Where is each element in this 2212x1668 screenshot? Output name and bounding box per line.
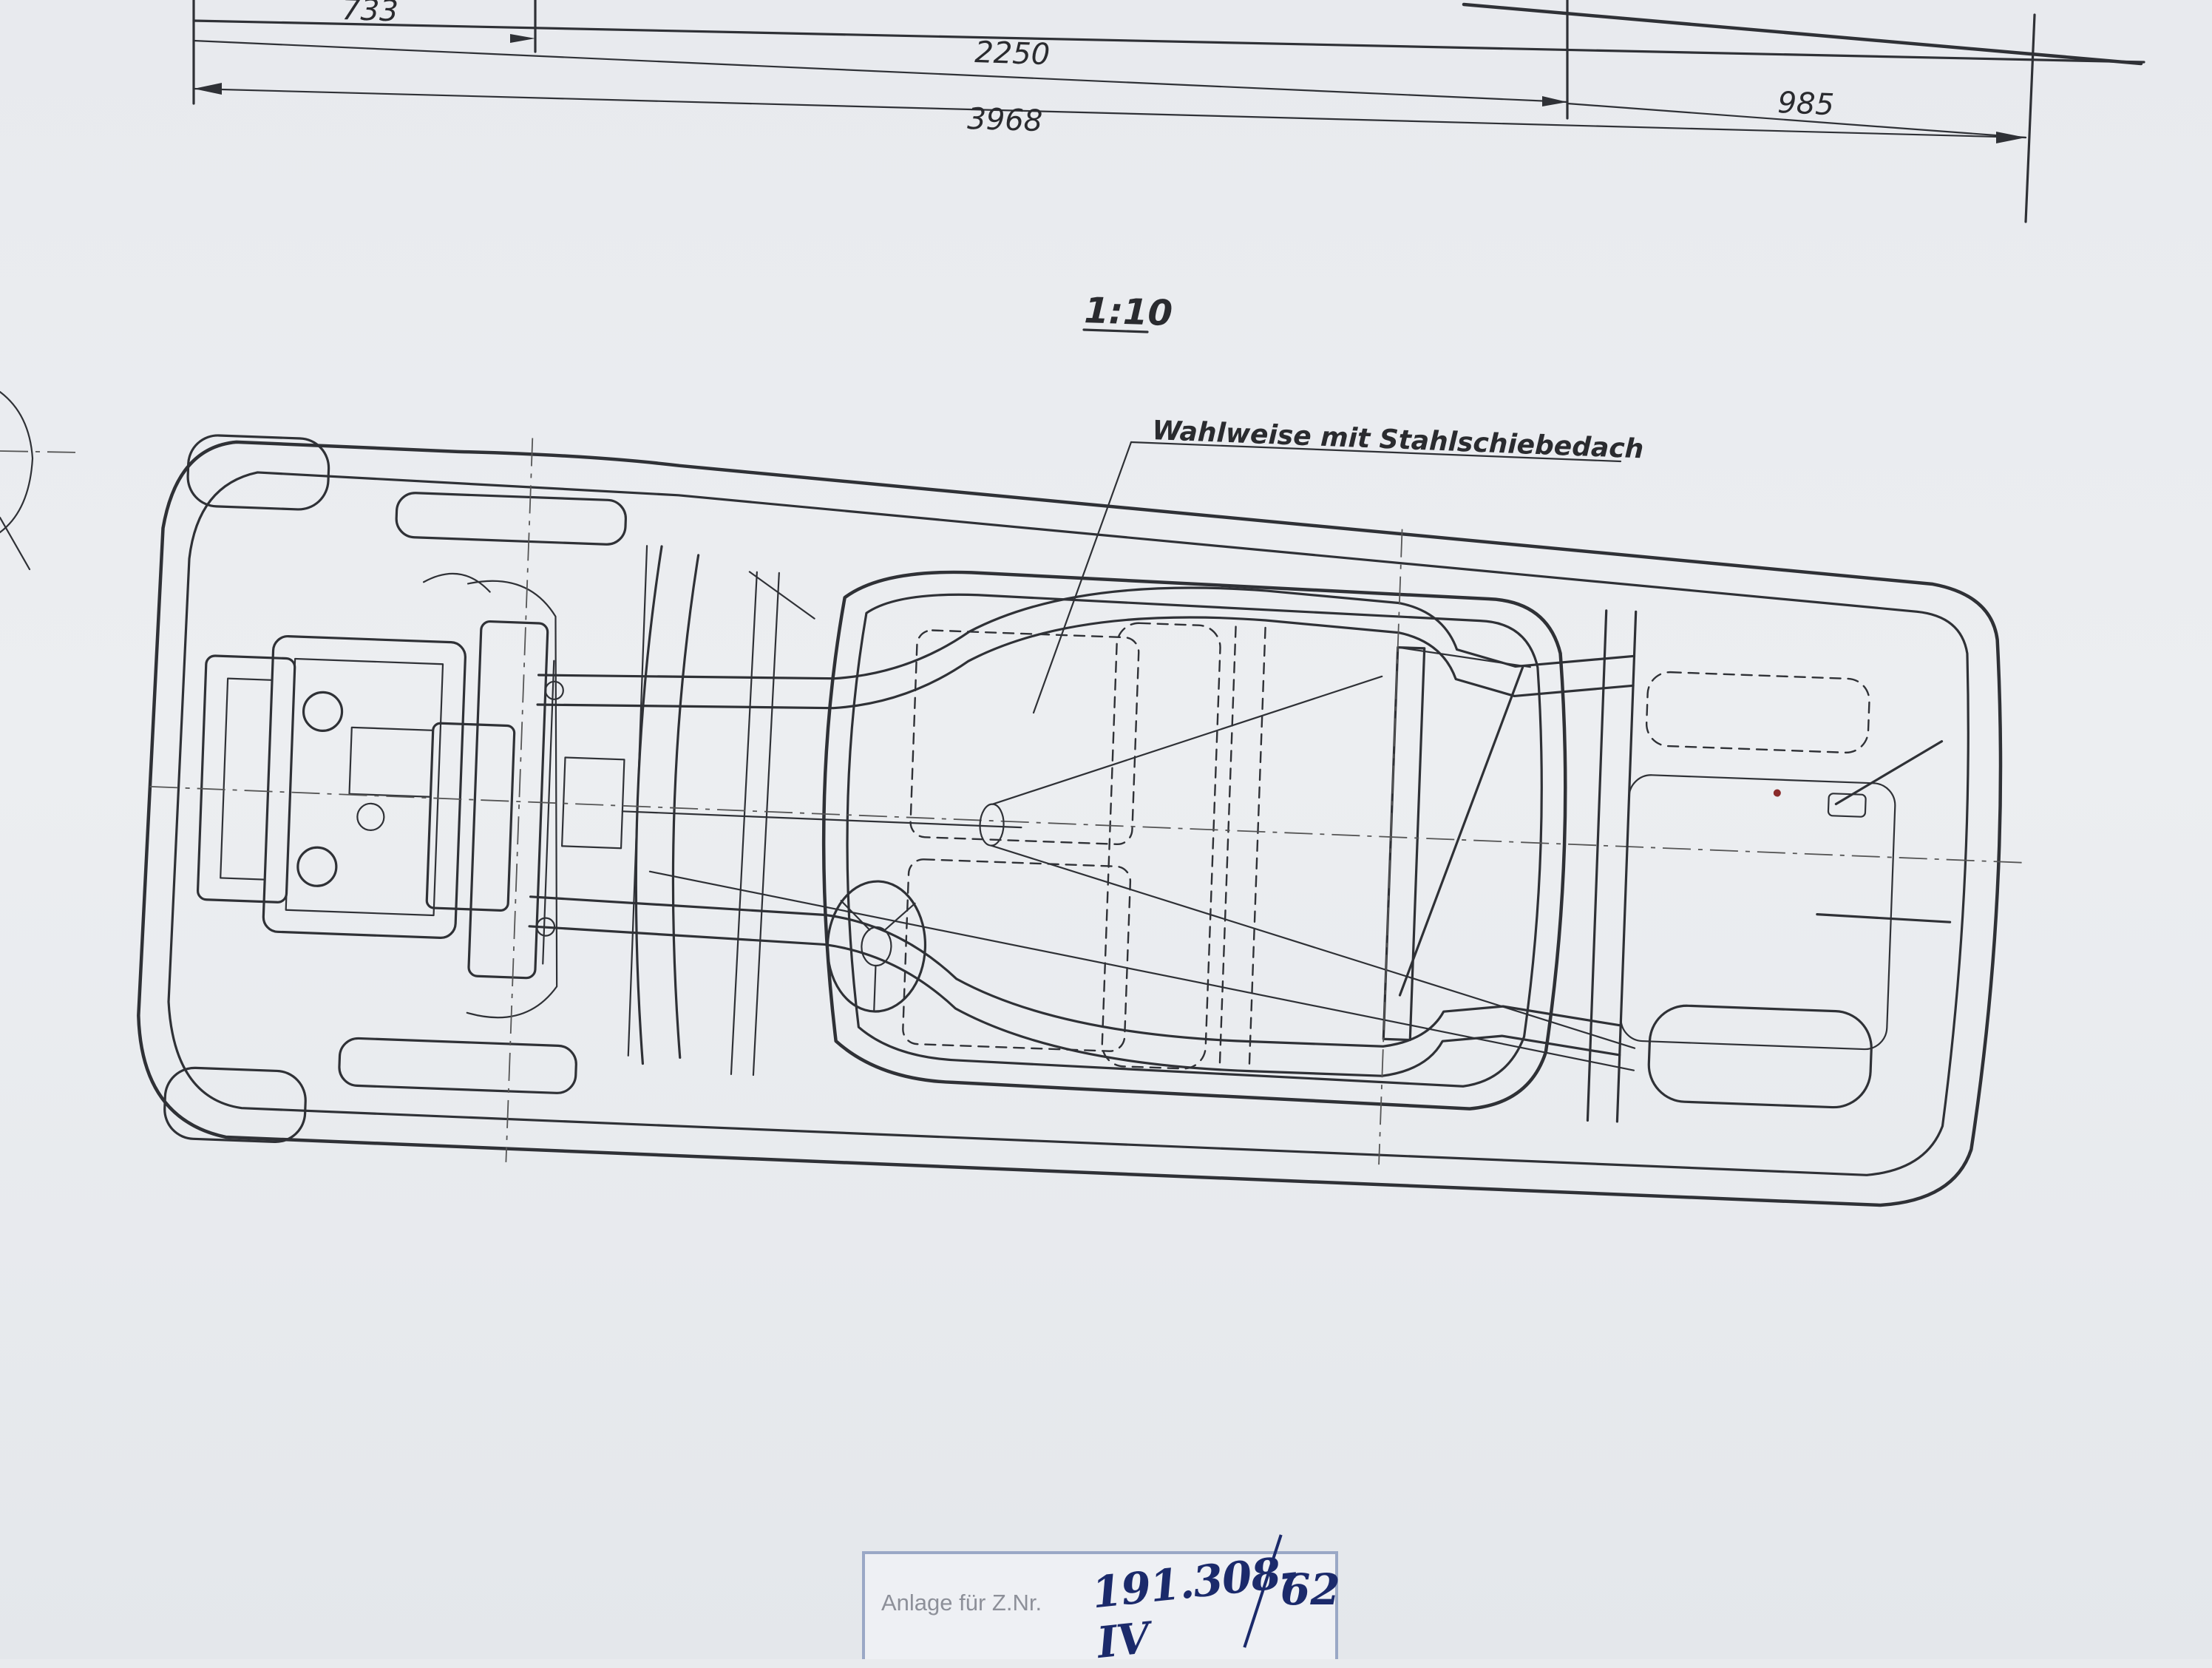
dim-front-overhang: 733 (342, 0, 399, 28)
dim-wheelbase: 2250 (974, 35, 1051, 72)
side-view-wheel-fragment (0, 390, 82, 571)
scale-label: 1:10 (1084, 290, 1173, 334)
front-wheel-right (163, 1066, 307, 1143)
body-inner-outline (167, 471, 1970, 1176)
steering-wheel (826, 880, 927, 1013)
annotation-sunroof: Wahlweise mit Stahlschiebedach (1152, 416, 1644, 465)
body-outline (137, 440, 2003, 1207)
fuel-tank (1647, 1004, 1873, 1109)
front-fender-left (395, 492, 627, 546)
spare-wheel (1645, 671, 1870, 754)
dim-overall-length: 3968 (967, 102, 1043, 138)
stamp-year: 62 (1280, 1564, 1340, 1615)
diagonal-rod (1398, 665, 1524, 997)
car-plan-view (137, 434, 2026, 1207)
dim-rear-overhang: 985 (1777, 86, 1835, 122)
dimension-lines (192, 0, 2145, 223)
centerline (149, 785, 2026, 864)
gearbox (425, 722, 516, 912)
seats-dashed (902, 622, 1266, 1072)
front-wheel-left (186, 434, 330, 511)
radiator (467, 620, 549, 980)
front-fender-right (338, 1037, 577, 1094)
exhaust-tip (1834, 740, 1944, 806)
chassis-frame (528, 571, 1636, 1077)
approval-stamp: Anlage für Z.Nr. 191.308-IV 62 (862, 1534, 1340, 1668)
rear-seat (1382, 645, 1426, 1042)
stamp-label: Anlage für Z.Nr. (881, 1590, 1042, 1616)
firewall (634, 545, 663, 1065)
engine-assembly (196, 545, 648, 1057)
trunk-area (1586, 609, 1952, 1123)
